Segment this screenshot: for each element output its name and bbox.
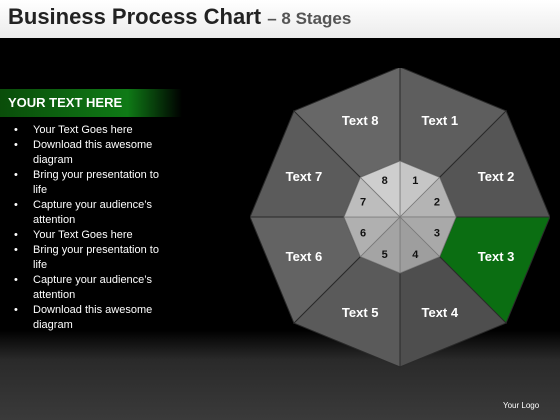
bullet-list: Your Text Goes here Download this awesom… — [14, 123, 172, 333]
bullet-item: Download this awesome diagram — [14, 138, 172, 168]
segment-number: 2 — [434, 197, 440, 209]
segment-label: Text 5 — [342, 305, 379, 320]
segment-number: 6 — [360, 227, 366, 239]
segment-label: Text 7 — [286, 169, 323, 184]
bullet-item: Your Text Goes here — [14, 228, 172, 243]
segment-label: Text 3 — [478, 249, 515, 264]
title-bar: Business Process Chart – 8 Stages — [0, 0, 560, 38]
segment-number: 8 — [382, 175, 388, 187]
segment-label: Text 8 — [342, 113, 379, 128]
logo-text: Your Logo — [503, 401, 540, 410]
bullet-item: Capture your audience’s attention — [14, 198, 172, 228]
segment-number: 5 — [382, 249, 388, 261]
segment-inner — [359, 160, 401, 218]
bullet-item: Download this awesome diagram — [14, 303, 172, 333]
bullet-item: Bring your presentation to life — [14, 243, 172, 273]
segment-label: Text 4 — [421, 305, 458, 320]
segment-label: Text 2 — [478, 169, 515, 184]
segment-label: Text 1 — [421, 113, 458, 128]
segment-number: 3 — [434, 227, 440, 239]
section-header: YOUR TEXT HERE — [8, 95, 123, 110]
bullet-item: Bring your presentation to life — [14, 168, 172, 198]
segment-label: Text 6 — [286, 249, 323, 264]
segment-number: 4 — [412, 249, 419, 261]
bullet-item: Your Text Goes here — [14, 123, 172, 138]
segment-number: 7 — [360, 197, 366, 209]
slide-title: Business Process Chart – 8 Stages — [8, 4, 351, 30]
section-header-bar: YOUR TEXT HERE — [0, 89, 182, 117]
title-subtitle: – 8 Stages — [267, 9, 352, 28]
bullet-item: Capture your audience’s attention — [14, 273, 172, 303]
segment-number: 1 — [412, 175, 418, 187]
title-main: Business Process Chart — [8, 4, 262, 29]
